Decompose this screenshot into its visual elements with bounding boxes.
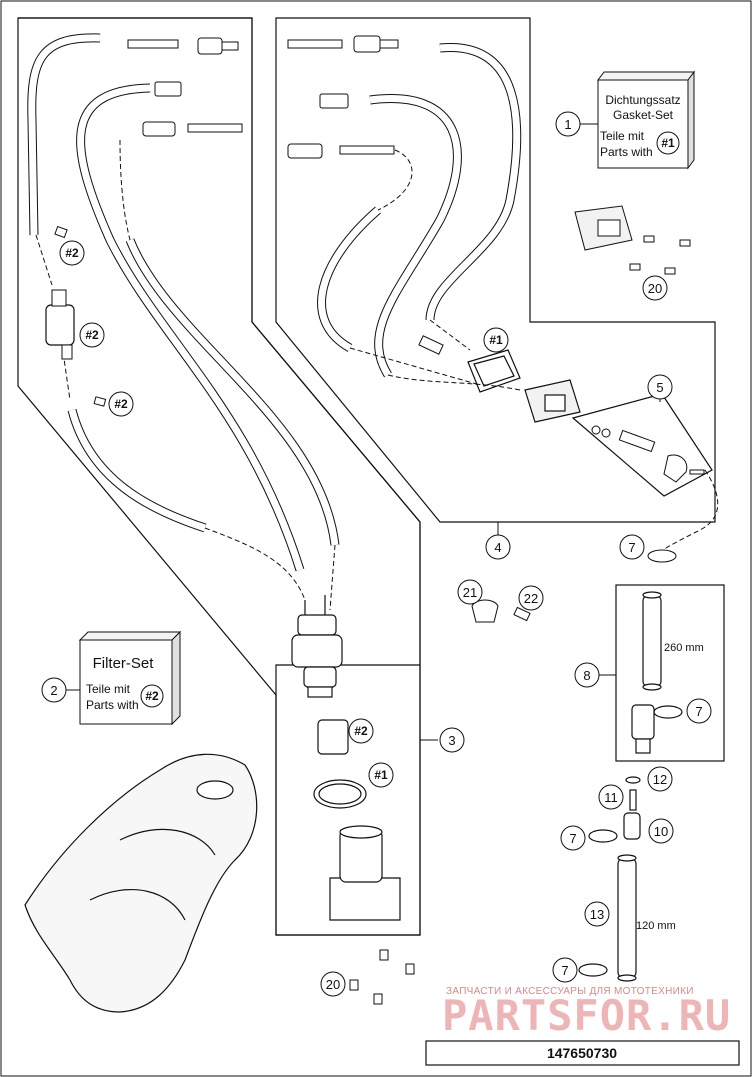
fuel-pump bbox=[291, 595, 343, 698]
pump-flange-parts bbox=[313, 719, 401, 921]
ref-1-group4: #1 bbox=[489, 333, 503, 347]
callout-8: 8 bbox=[583, 668, 590, 683]
filter-set-line2: Parts with bbox=[86, 698, 139, 712]
hose-clamps-group-3 bbox=[54, 225, 107, 407]
group-8-box bbox=[615, 584, 725, 762]
lower-right-parts bbox=[578, 776, 641, 982]
filter-set-ref: #2 bbox=[145, 689, 159, 703]
fuel-filter bbox=[45, 289, 75, 360]
gasket-set-line2: Gasket-Set bbox=[613, 108, 674, 122]
callout-20-top: 20 bbox=[648, 281, 662, 296]
hose-length-120: 120 mm bbox=[636, 920, 676, 932]
callout-1: 1 bbox=[564, 117, 571, 132]
gasket-set-kit-box: Dichtungssatz Gasket-Set Teile mit Parts… bbox=[597, 70, 695, 170]
clamps-and-parts bbox=[471, 549, 677, 623]
reference-badges: #1 #1 #2 #2 #2 #2 bbox=[59, 240, 509, 788]
callouts: 1 2 3 4 5 7 7 7 7 8 10 11 12 13 20 20 21 bbox=[41, 111, 712, 997]
callout-5: 5 bbox=[656, 380, 663, 395]
filter-set-ref-badge bbox=[140, 684, 164, 708]
filter-set-kit-box: Filter-Set Teile mit Parts with #2 bbox=[78, 630, 182, 726]
connectors-group-4 bbox=[287, 35, 444, 355]
fuel-tank bbox=[24, 753, 258, 1013]
watermark-brand: PARTSFOR.RU bbox=[442, 991, 731, 1040]
group-5-box bbox=[571, 393, 713, 497]
bolts-20-lower bbox=[349, 949, 415, 1005]
callout-7-group8: 7 bbox=[695, 704, 702, 719]
watermark-tagline: ЗАПЧАСТИ И АКСЕССУАРЫ ДЛЯ МОТОТЕХНИКИ bbox=[446, 986, 694, 997]
gasket-set-ref-badge bbox=[656, 131, 680, 155]
callout-12: 12 bbox=[653, 772, 667, 787]
callout-20-bottom: 20 bbox=[326, 977, 340, 992]
group-4-hoses bbox=[317, 43, 522, 391]
callout-4: 4 bbox=[494, 540, 501, 555]
callout-7-bottom: 7 bbox=[561, 963, 568, 978]
flange-gasket-group-4 bbox=[467, 349, 581, 423]
gasket-set-line4: Parts with bbox=[600, 145, 653, 159]
ref-2-clamp-upper: #2 bbox=[65, 246, 79, 260]
gasket-set-parts bbox=[574, 205, 691, 275]
gasket-set-line3: Teile mit bbox=[600, 129, 645, 143]
ref-2-filter: #2 bbox=[85, 328, 99, 342]
part-number: 147650730 bbox=[547, 1045, 617, 1061]
callout-13: 13 bbox=[590, 907, 604, 922]
filter-set-title: Filter-Set bbox=[93, 655, 155, 672]
callout-3: 3 bbox=[448, 733, 455, 748]
gasket-set-line1: Dichtungssatz bbox=[605, 93, 680, 107]
filter-set-line1: Teile mit bbox=[86, 682, 131, 696]
group-3-boundary bbox=[17, 17, 421, 936]
leader-lines bbox=[66, 123, 661, 741]
gasket-set-ref: #1 bbox=[661, 136, 675, 150]
group-5-parts bbox=[591, 425, 705, 483]
callout-7-mid: 7 bbox=[569, 831, 576, 846]
ref-2-sleeve: #2 bbox=[354, 724, 368, 738]
callout-7-top: 7 bbox=[628, 540, 635, 555]
callout-22: 22 bbox=[524, 591, 538, 606]
callout-10: 10 bbox=[654, 824, 668, 839]
callout-21: 21 bbox=[463, 585, 477, 600]
part-number-box bbox=[425, 1040, 740, 1066]
group-3-hoses bbox=[27, 33, 340, 611]
ref-2-clamp-lower: #2 bbox=[114, 397, 128, 411]
group-4-boundary bbox=[275, 17, 716, 523]
group-8-parts bbox=[631, 591, 683, 754]
hose-length-260: 260 mm bbox=[664, 642, 704, 654]
callout-11: 11 bbox=[604, 790, 618, 805]
fuel-line-route bbox=[659, 469, 719, 553]
ref-1-oring: #1 bbox=[374, 768, 388, 782]
callout-2: 2 bbox=[50, 683, 57, 698]
connectors-group-3 bbox=[127, 37, 243, 137]
